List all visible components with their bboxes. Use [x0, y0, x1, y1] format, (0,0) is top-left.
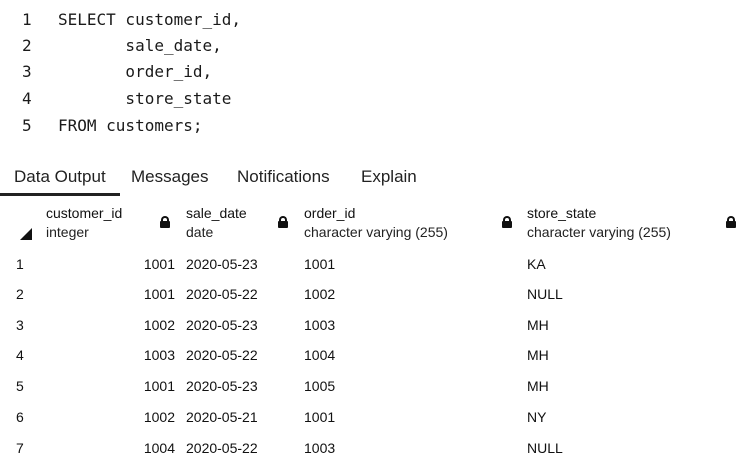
lock-icon: [160, 216, 170, 228]
code-text[interactable]: FROM customers;: [58, 115, 203, 135]
tab-data-output[interactable]: Data Output: [0, 160, 120, 196]
column-type-store-state: character varying (255): [527, 224, 671, 240]
cell-sale-date[interactable]: 2020-05-21: [186, 409, 258, 425]
cell-customer-id[interactable]: 1002: [143, 409, 175, 425]
cell-store-state[interactable]: MH: [527, 378, 549, 394]
table-row[interactable]: 7 1004 2020-05-22 1003 NULL: [0, 433, 749, 464]
table-row[interactable]: 2 1001 2020-05-22 1002 NULL: [0, 279, 749, 310]
code-text[interactable]: SELECT customer_id,: [58, 9, 242, 29]
row-number: 1: [16, 256, 24, 272]
lock-icon: [726, 216, 736, 228]
line-number: 4: [22, 88, 32, 108]
cell-customer-id[interactable]: 1004: [143, 440, 175, 456]
cell-customer-id[interactable]: 1003: [143, 347, 175, 363]
grid-header: customer_id integer sale_date date order…: [0, 200, 749, 248]
table-row[interactable]: 3 1002 2020-05-23 1003 MH: [0, 310, 749, 341]
row-number: 6: [16, 409, 24, 425]
line-number: 1: [22, 9, 32, 29]
table-row[interactable]: 1 1001 2020-05-23 1001 KA: [0, 249, 749, 280]
tab-explain[interactable]: Explain: [361, 167, 417, 186]
cell-customer-id[interactable]: 1001: [143, 286, 175, 302]
line-number: 2: [22, 35, 32, 55]
code-text[interactable]: order_id,: [58, 61, 213, 81]
cell-store-state[interactable]: MH: [527, 317, 549, 333]
line-number: 3: [22, 61, 32, 81]
lock-icon: [278, 216, 288, 228]
cell-store-state[interactable]: MH: [527, 347, 549, 363]
cell-store-state[interactable]: NY: [527, 409, 547, 425]
line-number: 5: [22, 115, 32, 135]
column-name-store-state[interactable]: store_state: [527, 205, 597, 221]
row-number: 3: [16, 317, 24, 333]
data-output-grid: customer_id integer sale_date date order…: [0, 200, 749, 473]
table-row[interactable]: 4 1003 2020-05-22 1004 MH: [0, 340, 749, 371]
row-number: 7: [16, 440, 24, 456]
cell-order-id[interactable]: 1002: [304, 286, 336, 302]
column-name-order-id[interactable]: order_id: [304, 205, 356, 221]
tab-messages[interactable]: Messages: [131, 167, 209, 186]
column-type-customer-id: integer: [46, 224, 89, 240]
sort-corner-icon[interactable]: [20, 228, 32, 240]
row-number: 4: [16, 347, 24, 363]
tab-notifications[interactable]: Notifications: [237, 167, 330, 186]
column-type-order-id: character varying (255): [304, 224, 448, 240]
column-name-customer-id[interactable]: customer_id: [46, 205, 123, 221]
cell-store-state[interactable]: KA: [527, 256, 546, 272]
cell-order-id[interactable]: 1003: [304, 440, 336, 456]
table-row[interactable]: 5 1001 2020-05-23 1005 MH: [0, 371, 749, 402]
column-name-sale-date[interactable]: sale_date: [186, 205, 247, 221]
code-text[interactable]: sale_date,: [58, 35, 222, 55]
cell-order-id[interactable]: 1001: [304, 409, 336, 425]
result-tabs: Data Output Messages Notifications Expla…: [0, 160, 749, 196]
cell-sale-date[interactable]: 2020-05-22: [186, 440, 258, 456]
cell-order-id[interactable]: 1004: [304, 347, 336, 363]
row-number: 5: [16, 378, 24, 394]
sql-editor[interactable]: 1 SELECT customer_id, 2 sale_date, 3 ord…: [0, 6, 749, 141]
table-row[interactable]: 6 1002 2020-05-21 1001 NY: [0, 402, 749, 433]
cell-sale-date[interactable]: 2020-05-22: [186, 286, 258, 302]
column-type-sale-date: date: [186, 224, 214, 240]
cell-sale-date[interactable]: 2020-05-23: [186, 256, 258, 272]
code-text[interactable]: store_state: [58, 88, 232, 108]
cell-customer-id[interactable]: 1001: [143, 256, 175, 272]
cell-store-state[interactable]: NULL: [527, 440, 563, 456]
cell-sale-date[interactable]: 2020-05-23: [186, 378, 258, 394]
cell-order-id[interactable]: 1003: [304, 317, 336, 333]
cell-customer-id[interactable]: 1002: [143, 317, 175, 333]
cell-sale-date[interactable]: 2020-05-23: [186, 317, 258, 333]
cell-sale-date[interactable]: 2020-05-22: [186, 347, 258, 363]
cell-order-id[interactable]: 1005: [304, 378, 336, 394]
cell-store-state[interactable]: NULL: [527, 286, 563, 302]
row-number: 2: [16, 286, 24, 302]
cell-customer-id[interactable]: 1001: [143, 378, 175, 394]
lock-icon: [502, 216, 512, 228]
cell-order-id[interactable]: 1001: [304, 256, 336, 272]
